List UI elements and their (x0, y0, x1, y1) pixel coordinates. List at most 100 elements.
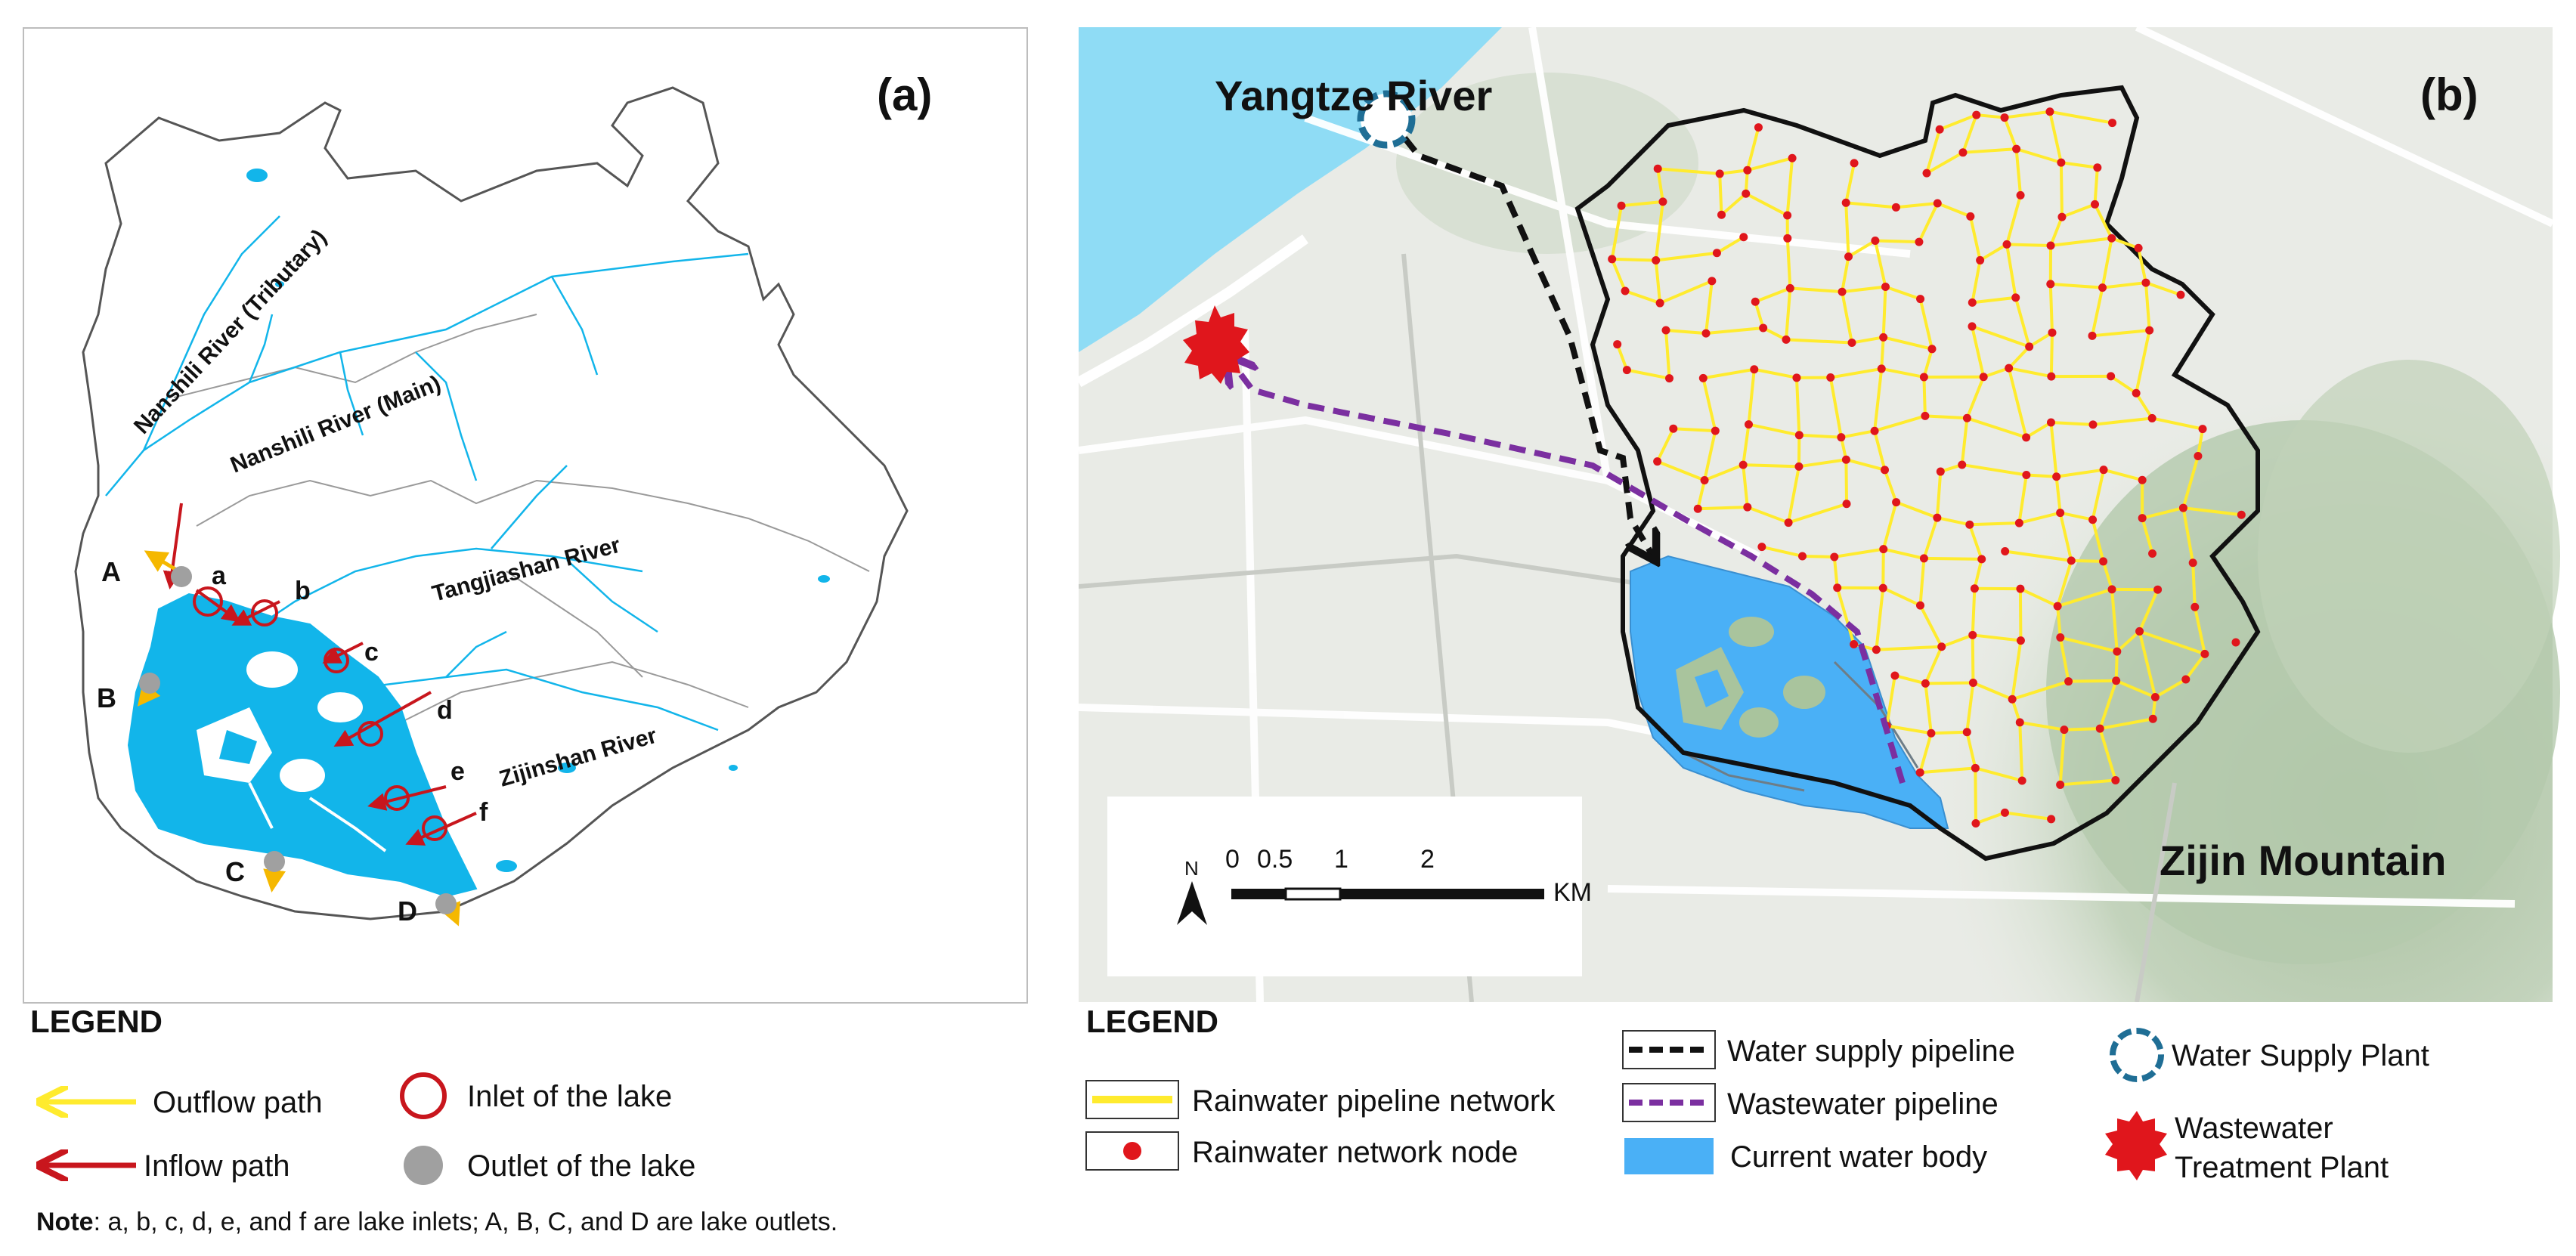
rain-pipe-segment (2116, 630, 2141, 653)
rain-pipe-segment (1701, 377, 1717, 432)
rain-node (1784, 518, 1793, 527)
rain-pipe-segment (1705, 326, 1763, 336)
rain-pipe-segment (2006, 243, 2051, 247)
rain-pipe-segment (2049, 333, 2054, 377)
rain-node (2047, 815, 2056, 824)
rain-pipe-segment (2028, 331, 2054, 348)
rain-pipe-segment (1841, 291, 1853, 343)
rain-node (1783, 234, 1792, 243)
rain-node (2067, 556, 2076, 565)
rain-node (1751, 297, 1760, 306)
rain-pipe-segment (1655, 428, 1675, 462)
rain-pipe-segment (1802, 554, 1834, 558)
rain-pipe-segment (2092, 416, 2153, 426)
rain-pipe-segment (1664, 329, 1671, 379)
rain-pipe-segment (1875, 239, 1919, 244)
note-label: Note (36, 1208, 94, 1236)
rain-node (1661, 326, 1670, 335)
outlet-label-C: C (225, 856, 245, 887)
legend-a-title: LEGEND (30, 1004, 163, 1039)
rain-node (1665, 374, 1674, 383)
rain-pipe-segment (2056, 605, 2062, 638)
rain-pipe-segment (1924, 556, 1982, 561)
rain-node (1976, 255, 1985, 265)
rain-node (2016, 584, 2025, 593)
rain-pipe-segment (1925, 681, 1974, 685)
panel-b-map: N 0 0.5 1 2 KM Yangtze River Zijin Mount… (1079, 27, 2560, 1002)
rain-pipe-segment (2098, 728, 2117, 781)
rain-pipe-segment (2057, 587, 2113, 608)
rain-node (2046, 241, 2055, 250)
rain-pipe-segment (2101, 561, 2113, 590)
rain-node (1794, 431, 1804, 440)
rain-pipe-segment (1785, 338, 1853, 345)
rain-node (1798, 552, 1807, 561)
rain-pipe-segment (1960, 418, 1969, 466)
rain-node (1754, 123, 1763, 132)
rain-pipe-segment (2020, 587, 2058, 608)
rain-node (1743, 503, 1752, 512)
rain-pipe-segment (1754, 367, 1797, 379)
rain-pipe-segment (1745, 192, 1788, 217)
rain-node (1968, 630, 1977, 639)
rain-node (2000, 113, 2009, 122)
rain-node (2153, 585, 2163, 594)
rain-pipe-segment (1939, 113, 1977, 131)
rain-node (2002, 240, 2011, 249)
panel-a-map: a b c d e f A B C D Nanshili River (Trib… (23, 27, 1028, 1004)
rain-node (2093, 163, 2102, 172)
rain-pipe-segment (1847, 239, 1876, 258)
rain-pipe-segment (1665, 329, 1707, 336)
rain-node (1717, 210, 1726, 219)
watershed-boundary (74, 86, 909, 920)
rain-pipe-segment (1926, 151, 1964, 175)
rain-pipe-segment (1965, 682, 1975, 732)
rain-pipe-segment (2135, 392, 2153, 419)
rain-pipe-segment (1973, 558, 1983, 589)
rain-node (2147, 413, 2156, 422)
panel-a-tag: (a) (877, 70, 932, 120)
rain-pipe-segment (1925, 128, 1942, 174)
rain-node (2095, 724, 2104, 733)
rain-node (1879, 333, 1888, 342)
rain-node (1669, 424, 1678, 433)
rain-node (1933, 513, 1942, 522)
rain-pipe-segment (1851, 336, 1884, 345)
rain-pipe-segment (1845, 201, 1896, 209)
rain-pipe-segment (1880, 337, 1885, 370)
rain-node (1919, 373, 1928, 382)
rain-pipe-segment (1832, 556, 1839, 588)
rain-node (2005, 363, 2014, 373)
outlet-D (435, 893, 457, 914)
rain-pipe-segment (2005, 244, 2017, 299)
rain-node (2008, 695, 2017, 704)
rain-pipe-segment (1974, 766, 2023, 782)
rain-node (1745, 420, 1754, 429)
rain-pipe-segment (1972, 295, 2016, 305)
north-label: N (1184, 857, 1199, 880)
rain-node (1965, 520, 1974, 529)
rain-pipe-segment (1881, 549, 1885, 589)
rain-node (1655, 299, 1664, 308)
rain-pipe-segment (1961, 462, 2027, 477)
rain-pipe-segment (2011, 679, 2070, 701)
rain-node (1850, 159, 1859, 168)
rain-pipe-segment (1885, 675, 1896, 726)
rain-node (1971, 818, 1980, 828)
rain-pipe-segment (1702, 367, 1755, 380)
rain-pipe-segment (2058, 637, 2070, 682)
rain-pipe-segment (1844, 162, 1856, 203)
rain-pipe-segment (2068, 679, 2116, 683)
rain-pipe-segment (2115, 679, 2156, 699)
rain-node (2088, 331, 2097, 340)
rain-node (2141, 278, 2150, 287)
rain-pipe-segment (1965, 376, 1986, 419)
rain-node (2011, 293, 2020, 302)
rain-node (2191, 602, 2200, 611)
rain-pipe-segment (1610, 205, 1624, 260)
rain-pipe-segment (1654, 260, 1662, 304)
rain-node (2108, 119, 2117, 128)
rain-pipe-segment (1920, 766, 1976, 775)
rain-node (2200, 649, 2209, 658)
rain-pipe-segment (1748, 422, 1800, 437)
